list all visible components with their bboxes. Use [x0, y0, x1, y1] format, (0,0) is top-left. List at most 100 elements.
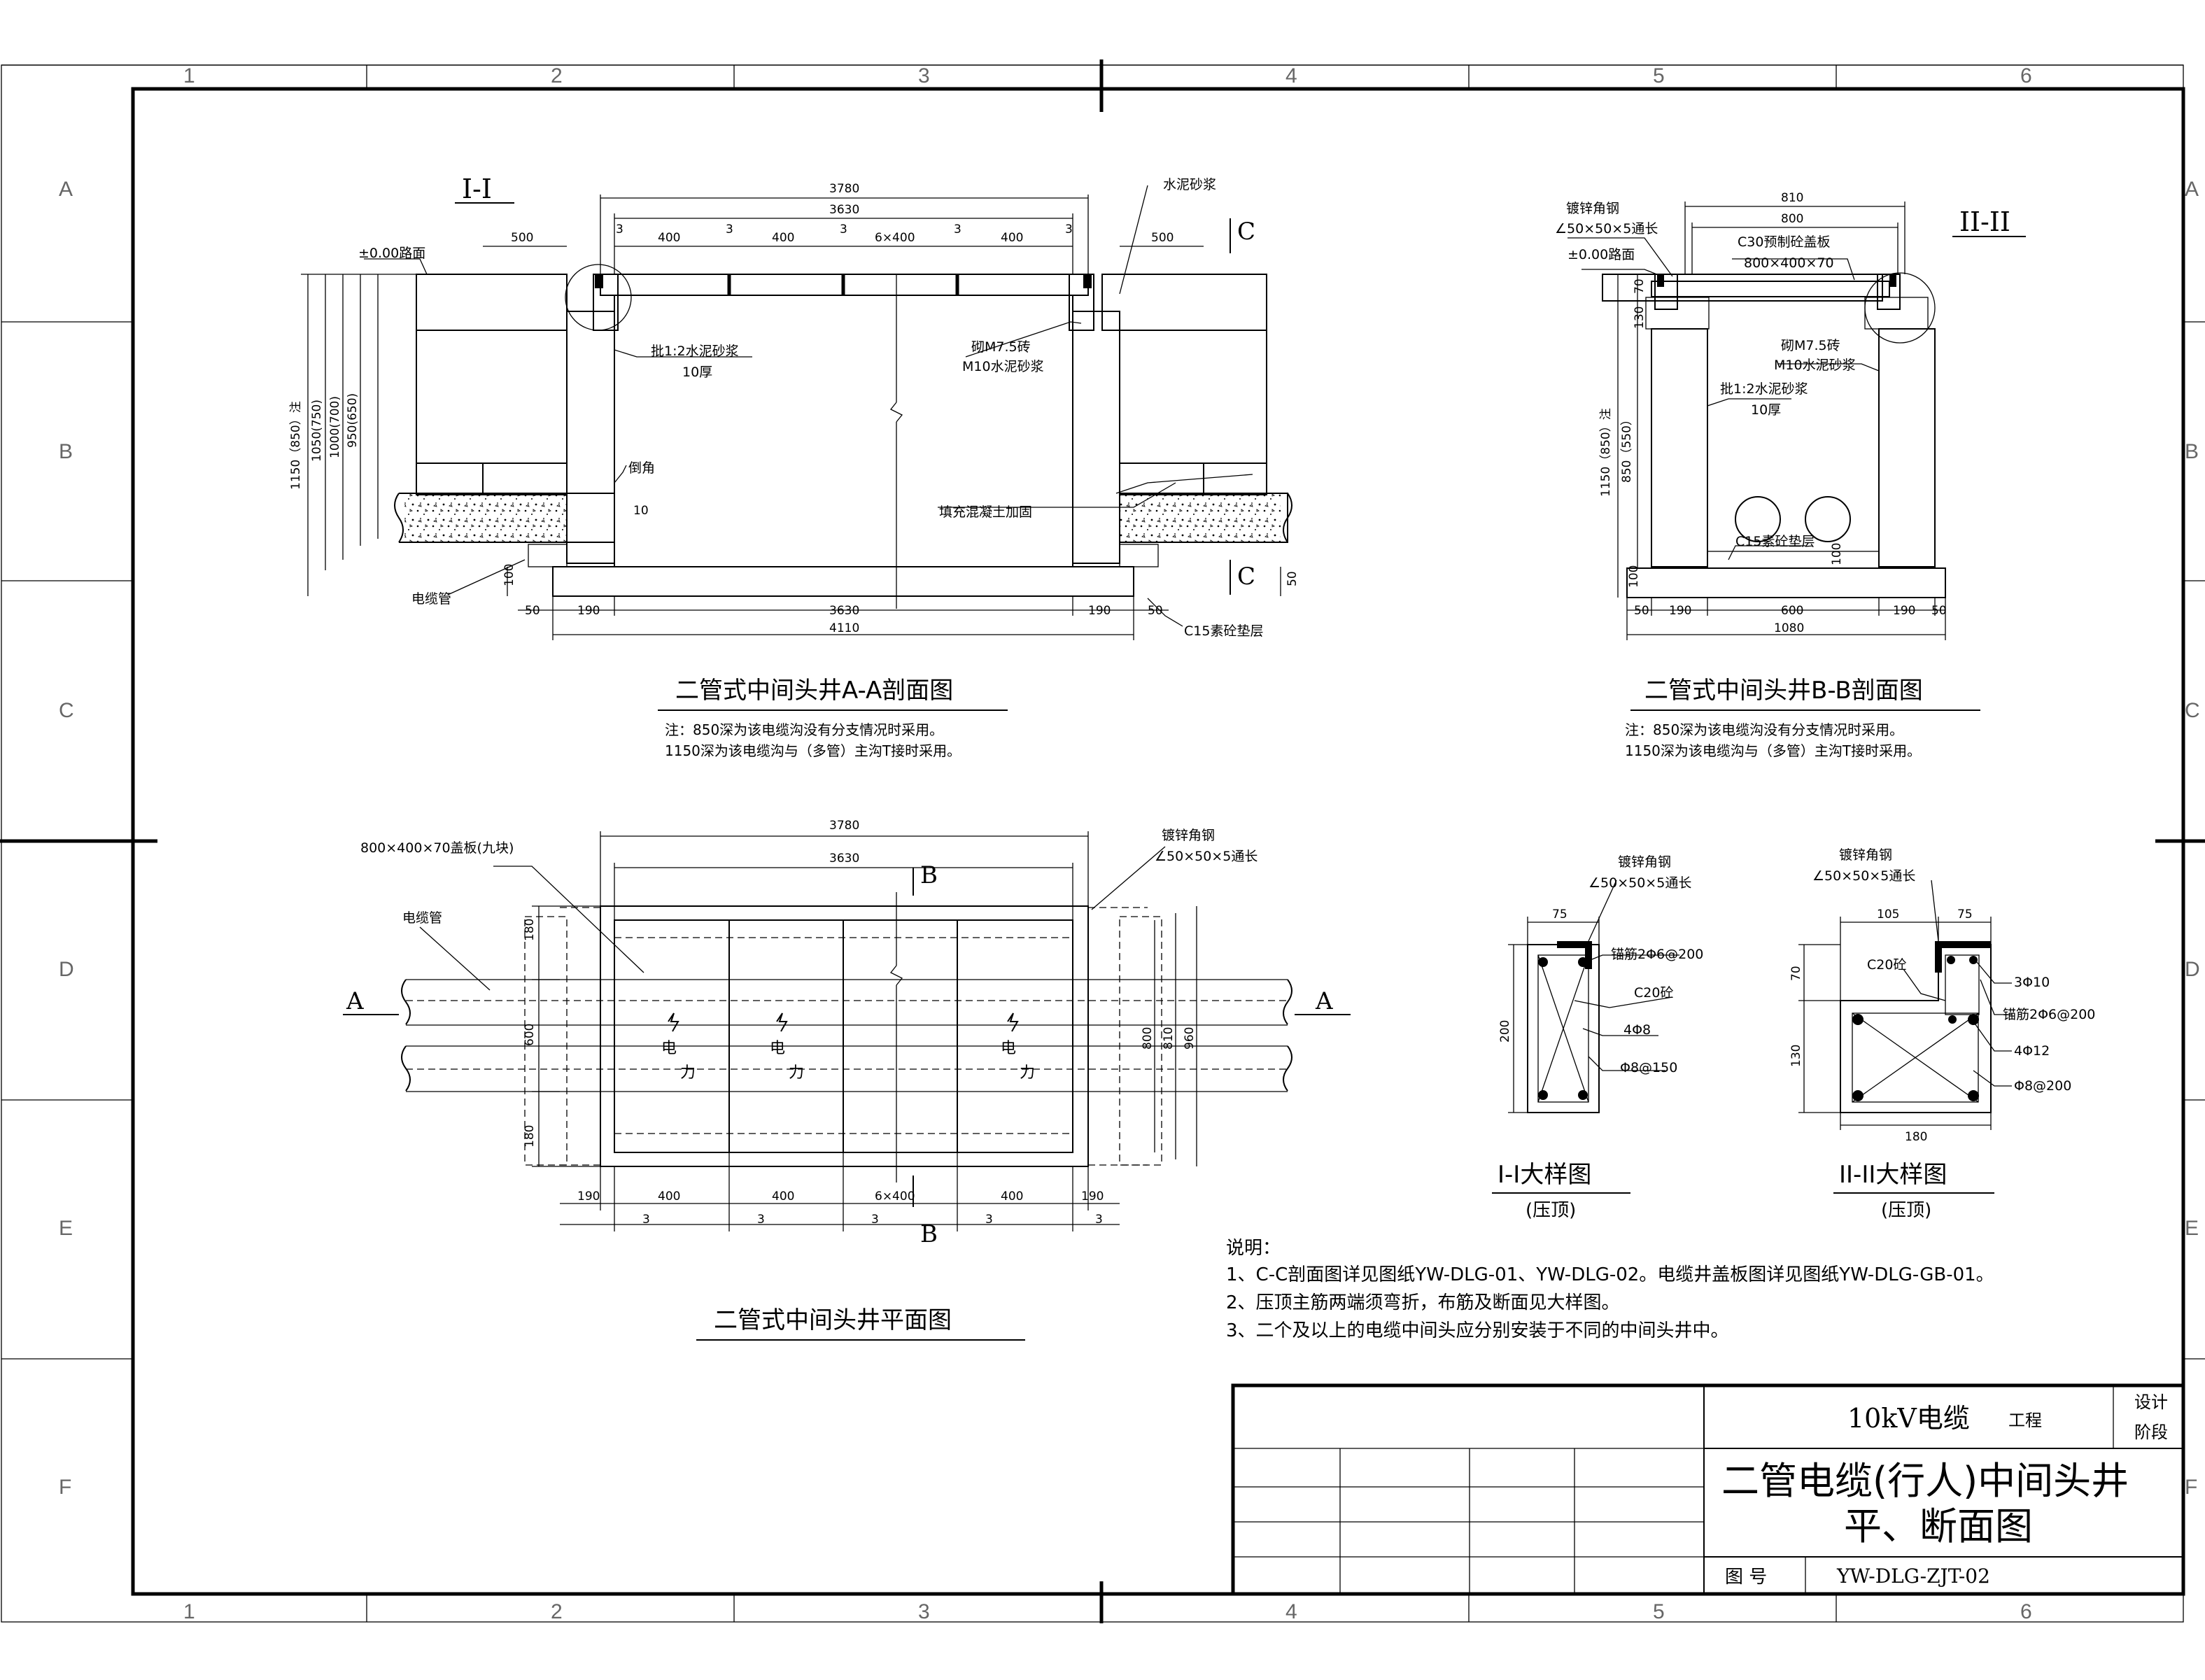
- plan-dim-400-2: 400: [772, 1190, 794, 1203]
- d1-bars-label: 4Φ8: [1623, 1022, 1651, 1038]
- title-block-text: 10kV电缆 工程 设计 阶段 二管电缆(行人)中间头井 平、断面图 图 号 Y…: [1721, 1392, 2168, 1588]
- d2-steel-label: 镀锌角钢: [1839, 847, 1892, 863]
- row-label-c-right: C: [2185, 699, 2200, 722]
- detail-2-text: 镀锌角钢 ∠50×50×5通长 105 75 70 130 180 C20砼 3…: [1789, 847, 2095, 1221]
- aa-brick-label: 砌M7.5砖: [971, 339, 1031, 355]
- row-label-a-right: A: [2185, 178, 2199, 201]
- bb-dim-800: 800: [1781, 212, 1803, 226]
- bb-brick-mortar: M10水泥砂浆: [1774, 358, 1856, 373]
- d1-title: I-I大样图: [1498, 1161, 1591, 1189]
- plan-a-marker-left: A: [346, 987, 364, 1015]
- aa-dim-190-left: 190: [577, 604, 600, 618]
- row-label-b-right: B: [2185, 440, 2199, 463]
- col-label-1-bottom: 1: [183, 1600, 195, 1623]
- plan-dim-400-1: 400: [658, 1190, 680, 1203]
- section-aa-drawing: [301, 185, 1292, 640]
- plan-b-marker-bottom: B: [920, 1220, 938, 1248]
- bb-plaster-thickness: 10厚: [1751, 402, 1781, 418]
- d2-bars4-label: 4Φ12: [2014, 1043, 2050, 1059]
- plan-pipe-label: 电缆管: [402, 910, 442, 926]
- bb-dim-100-inner: 100: [1830, 543, 1844, 565]
- aa-brick-mortar: M10水泥砂浆: [962, 359, 1044, 374]
- row-label-f-right: F: [2185, 1476, 2197, 1499]
- d2-anchor-label: 锚筋2Φ6@200: [2003, 1007, 2095, 1022]
- aa-dim-3630-bottom: 3630: [829, 604, 859, 618]
- plan-text: 3780 3630 B B A A 800×400×70盖板(九块) 电缆管 镀…: [346, 819, 1333, 1341]
- aa-dim-3-4: 3: [954, 223, 961, 237]
- bb-dim-600: 600: [1781, 604, 1803, 618]
- bb-note-2: 1150深为该电缆沟与（多管）主沟T接时采用。: [1625, 742, 1921, 759]
- aa-note-1: 注：850深为该电缆沟没有分支情况时采用。: [665, 721, 943, 738]
- d1-concrete-label: C20砼: [1634, 985, 1673, 1001]
- d2-stirrup-label: Φ8@200: [2014, 1078, 2071, 1094]
- col-label-5-bottom: 5: [1653, 1600, 1665, 1623]
- col-label-2: 2: [551, 64, 563, 87]
- notes-heading: 说明：: [1226, 1238, 1281, 1259]
- d2-steel-spec: ∠50×50×5通长: [1812, 868, 1915, 884]
- aa-pipe-label: 电缆管: [411, 591, 451, 607]
- aa-dim-100: 100: [502, 564, 516, 586]
- aa-title: 二管式中间头井A-A剖面图: [675, 677, 953, 705]
- col-label-3-bottom: 3: [918, 1600, 930, 1623]
- row-label-a: A: [59, 178, 73, 201]
- plan-a-marker-right: A: [1315, 987, 1333, 1015]
- plan-dim-3-3: 3: [871, 1213, 879, 1227]
- aa-dim-400-1: 400: [658, 231, 680, 245]
- bb-cover-label: C30预制砼盖板: [1738, 234, 1830, 250]
- plan-dim-800: 800: [1141, 1027, 1155, 1050]
- bb-cover-size: 800×400×70: [1744, 255, 1834, 271]
- plan-power-1-b: 力: [680, 1064, 696, 1082]
- d2-title: II-II大样图: [1839, 1161, 1947, 1189]
- aa-dim-3-2: 3: [726, 223, 733, 237]
- plan-power-2-a: 电: [770, 1040, 785, 1057]
- aa-note-2: 1150深为该电缆沟与（多管）主沟T接时采用。: [665, 742, 961, 759]
- detail-2-drawing: [1798, 880, 2012, 1130]
- plan-cover-label: 800×400×70盖板(九块): [360, 840, 514, 856]
- plan-steel-label: 镀锌角钢: [1162, 828, 1215, 843]
- plan-dim-3-4: 3: [985, 1213, 993, 1227]
- bb-dim-70: 70: [1633, 278, 1647, 294]
- aa-dim-10: 10: [633, 504, 649, 518]
- aa-depth-1000: 1000(700): [328, 396, 342, 458]
- aa-dim-50-left: 50: [525, 604, 540, 618]
- tb-project-suffix: 工程: [2008, 1411, 2042, 1430]
- row-label-e-right: E: [2185, 1217, 2199, 1240]
- bb-steel-spec: ∠50×50×5通长: [1555, 221, 1658, 237]
- col-label-6: 6: [2020, 64, 2032, 87]
- plan-dim-600: 600: [523, 1024, 537, 1046]
- aa-dim-3-1: 3: [616, 223, 624, 237]
- section-bb-text: II-II 镀锌角钢 ∠50×50×5通长 ±0.00路面 810 800 C3…: [1555, 191, 2026, 759]
- tb-title-line-2: 平、断面图: [1844, 1504, 2033, 1548]
- plan-dim-190-left: 190: [577, 1190, 600, 1203]
- aa-dim-500-left: 500: [511, 231, 533, 245]
- tb-stage-2: 阶段: [2134, 1423, 2168, 1442]
- d1-stirrup-label: Φ8@150: [1620, 1060, 1677, 1075]
- section-aa-text: I-I 3780 3630 400 400 6×400 400 3 3 3 3 …: [289, 174, 1299, 759]
- bb-dim-50-right: 50: [1931, 604, 1947, 618]
- aa-dim-500-right: 500: [1151, 231, 1174, 245]
- aa-dim-3-5: 3: [1065, 223, 1073, 237]
- note-3: 3、二个及以上的电缆中间头应分别安装于不同的中间头井中。: [1226, 1320, 1729, 1341]
- row-label-f: F: [59, 1476, 71, 1499]
- bb-dim-100: 100: [1627, 565, 1641, 588]
- aa-dim-400-2: 400: [772, 231, 794, 245]
- bb-dim-130: 130: [1633, 306, 1647, 329]
- aa-dim-50-vert: 50: [1285, 571, 1299, 586]
- bb-depth-850: 850（550）: [1620, 414, 1634, 483]
- d1-steel-label: 镀锌角钢: [1618, 854, 1671, 870]
- d1-dim-200: 200: [1498, 1020, 1512, 1043]
- plan-dim-3-1: 3: [642, 1213, 650, 1227]
- plan-dim-3-2: 3: [757, 1213, 765, 1227]
- aa-dim-3-3: 3: [840, 223, 847, 237]
- plan-dim-3-5: 3: [1095, 1213, 1103, 1227]
- col-label-6-bottom: 6: [2020, 1600, 2032, 1623]
- plan-power-3-a: 电: [1001, 1040, 1016, 1057]
- row-label-b: B: [59, 440, 73, 463]
- aa-dim-4110: 4110: [829, 621, 859, 635]
- bb-dim-190-left: 190: [1669, 604, 1691, 618]
- plan-dim-180-bottom: 180: [523, 1125, 537, 1148]
- row-label-d-right: D: [2185, 958, 2200, 981]
- bb-cushion-label: C15素砼垫层: [1735, 534, 1815, 549]
- aa-c-marker-bottom: C: [1237, 563, 1255, 591]
- plan-dim-3780: 3780: [829, 819, 859, 833]
